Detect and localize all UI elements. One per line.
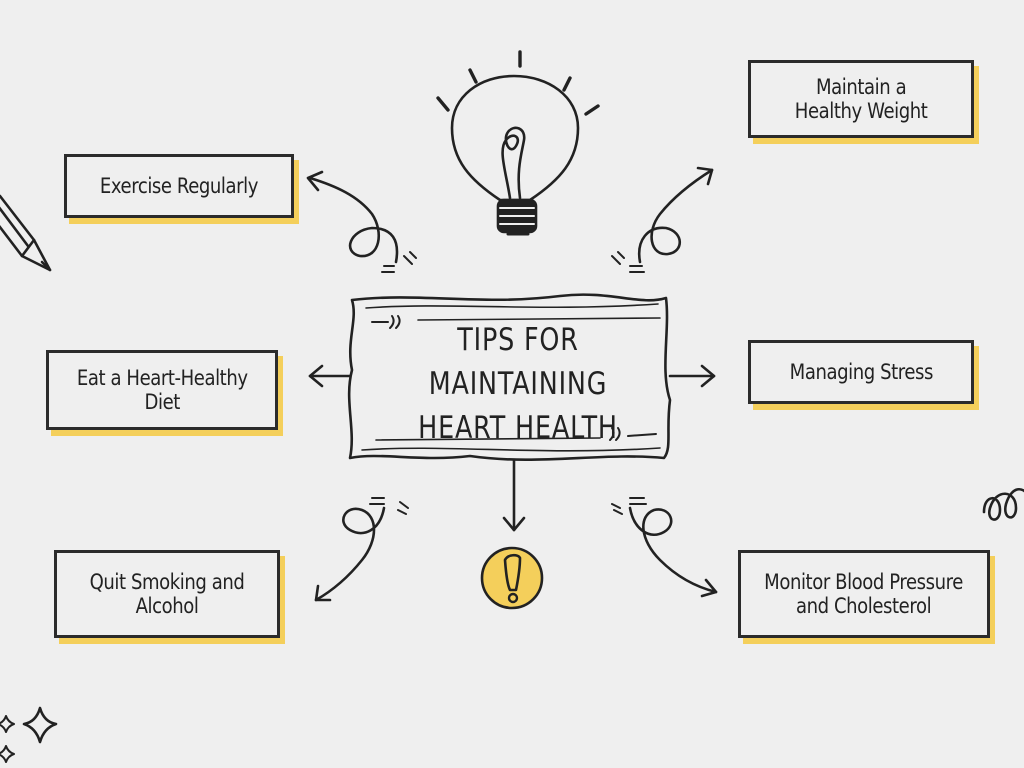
tip-text: Diet <box>144 390 180 414</box>
pencil-icon <box>0 194 52 272</box>
title-line: MAINTAINING <box>428 366 608 402</box>
arrow-blood-pressure <box>628 506 718 594</box>
sparkle-icon <box>0 706 58 763</box>
tip-text: Eat a Heart-Healthy <box>76 366 248 390</box>
tip-node-blood-pressure: Monitor Blood Pressure and Cholesterol <box>738 550 990 638</box>
tip-text: Monitor Blood Pressure <box>764 570 964 594</box>
tip-text: Exercise Regularly <box>99 174 259 198</box>
exclamation-icon <box>480 546 544 610</box>
tip-node-weight: Maintain a Healthy Weight <box>748 60 974 138</box>
tip-node-smoking: Quit Smoking and Alcohol <box>54 550 280 638</box>
tip-node-exercise: Exercise Regularly <box>64 154 294 218</box>
tip-text: and Cholesterol <box>796 594 932 618</box>
arrow-smoking <box>314 506 386 602</box>
tip-text: Maintain a <box>815 75 907 99</box>
arrow-exercise <box>308 176 399 264</box>
arrow-weight <box>637 168 714 264</box>
center-frame <box>347 293 672 462</box>
title-line: HEART HEALTH <box>418 410 618 446</box>
tip-text: Healthy Weight <box>794 99 928 123</box>
tip-text: Managing Stress <box>789 360 933 384</box>
swirl-icon <box>982 487 1024 521</box>
title-line: TIPS FOR <box>457 322 579 358</box>
tip-text: Alcohol <box>135 594 199 618</box>
tip-node-stress: Managing Stress <box>748 340 974 404</box>
lightbulb-icon <box>436 50 600 236</box>
tip-node-diet: Eat a Heart-Healthy Diet <box>46 350 278 430</box>
center-title: TIPS FOR MAINTAINING HEART HEALTH <box>403 318 633 450</box>
tip-text: Quit Smoking and <box>89 570 245 594</box>
